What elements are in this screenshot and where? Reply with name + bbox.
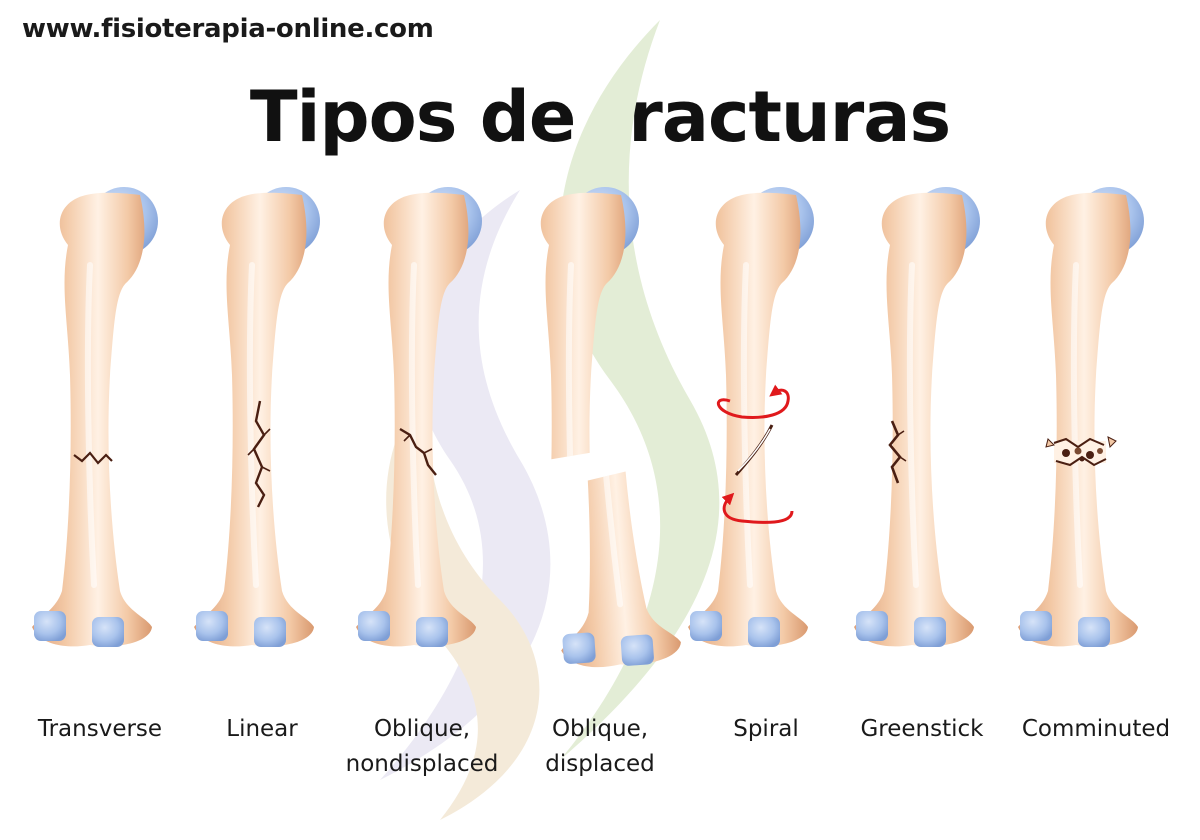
fracture-line-linear	[252, 400, 266, 508]
fracture-line-greenstick	[888, 420, 902, 484]
bone-spiral	[688, 187, 814, 647]
bone-transverse	[32, 187, 158, 647]
site-url: www.fisioterapia-online.com	[22, 14, 434, 44]
bone-greenstick	[854, 187, 980, 647]
bone-linear	[194, 187, 320, 647]
fracture-line-oblique	[399, 427, 437, 476]
fracture-line-transverse	[73, 451, 113, 465]
rotation-arrow-top	[716, 384, 790, 419]
fracture-fragments	[1045, 436, 1117, 467]
rotation-arrow-bottom	[721, 492, 794, 524]
bone-oblique-nondisplaced	[356, 187, 482, 647]
bone-comminuted	[1018, 187, 1144, 647]
